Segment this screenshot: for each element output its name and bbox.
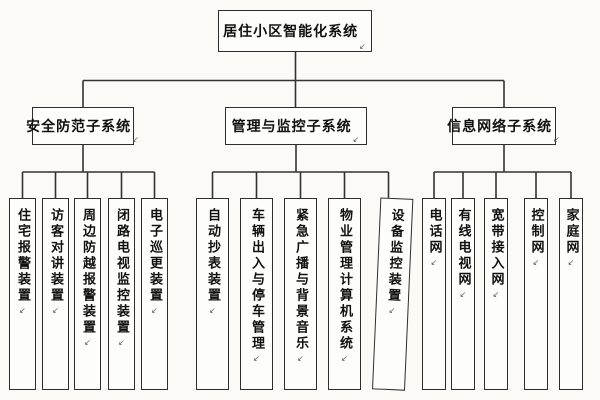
leaf-label: 住宅报警装置 (15, 208, 30, 304)
leaf-node-telephone-network: 电话网 ↙ (422, 198, 446, 390)
return-mark: ↙ (458, 290, 468, 299)
return-mark: ↙ (429, 258, 439, 267)
leaf-label: 有线电视网 (455, 208, 471, 288)
return-mark: ↙ (51, 306, 60, 315)
leaf-label: 车辆出入与停车管理 (249, 208, 264, 352)
return-mark: ↙ (18, 306, 27, 315)
return-mark: ↙ (491, 290, 501, 299)
leaf-node-vehicle-parking: 车辆出入与停车管理 ↙ (240, 198, 273, 390)
subsystem-node-network: 信息网络子系统↙ (447, 107, 560, 145)
subsystem-label: 信息网络子系统 (447, 119, 553, 135)
subsystem-node-management: 管理与监控子系统↙ (225, 107, 367, 145)
leaf-label: 自动抄表装置 (205, 208, 220, 304)
leaf-node-cable-tv-network: 有线电视网 ↙ (451, 198, 475, 390)
leaf-label: 设备监控装置 (384, 207, 404, 305)
return-mark: ↙ (340, 354, 349, 363)
leaf-node-property-computer-system: 物业管理计算机系统 ↙ (328, 198, 361, 390)
return-mark: ↙ (352, 135, 361, 144)
leaf-label: 控制网 (528, 208, 544, 256)
leaf-node-residential-alarm: 住宅报警装置 ↙ (9, 198, 36, 390)
leaf-label: 家庭网 (563, 208, 579, 256)
subsystem-label: 管理与监控子系统 (231, 119, 352, 135)
return-mark: ↙ (252, 354, 261, 363)
return-mark: ↙ (117, 338, 126, 347)
leaf-label: 宽带接入网 (488, 208, 504, 288)
root-node: 居住小区智能化系统↙ (218, 10, 372, 52)
leaf-node-home-network: 家庭网 ↙ (559, 198, 583, 390)
return-mark: ↙ (296, 354, 305, 363)
leaf-node-electronic-patrol: 电子巡更装置 ↙ (141, 198, 168, 390)
root-label: 居住小区智能化系统 (223, 24, 359, 40)
leaf-label: 物业管理计算机系统 (337, 208, 352, 352)
return-mark: ↙ (208, 306, 217, 315)
leaf-label: 闭路电视监控装置 (114, 208, 129, 336)
leaf-label: 电话网 (426, 208, 442, 256)
leaf-node-broadband-access-network: 宽带接入网 ↙ (484, 198, 508, 390)
leaf-node-visitor-intercom: 访客对讲装置 ↙ (42, 198, 69, 390)
leaf-node-cctv-monitoring: 闭路电视监控装置 ↙ (108, 198, 135, 390)
return-mark: ↙ (566, 258, 576, 267)
return-mark: ↙ (531, 258, 541, 267)
leaf-node-broadcast-music: 紧急广播与背景音乐 ↙ (284, 198, 317, 390)
subsystem-label: 安全防范子系统 (26, 119, 132, 135)
return-mark: ↙ (387, 305, 397, 316)
return-mark: ↙ (132, 135, 140, 144)
leaf-node-perimeter-alarm: 周边防越报警装置 ↙ (74, 198, 101, 390)
return-mark: ↙ (553, 135, 561, 144)
leaf-node-auto-meter-reading: 自动抄表装置 ↙ (196, 198, 229, 390)
leaf-label: 访客对讲装置 (48, 208, 63, 304)
leaf-label: 电子巡更装置 (147, 208, 162, 304)
leaf-label: 紧急广播与背景音乐 (293, 208, 308, 352)
leaf-node-control-network: 控制网 ↙ (524, 198, 548, 390)
leaf-label: 周边防越报警装置 (80, 208, 95, 336)
return-mark: ↙ (150, 306, 159, 315)
leaf-node-equipment-monitoring: 设备监控装置↙ (372, 197, 414, 391)
subsystem-node-security: 安全防范子系统↙ (26, 107, 139, 145)
return-mark: ↙ (359, 42, 367, 51)
return-mark: ↙ (83, 338, 92, 347)
